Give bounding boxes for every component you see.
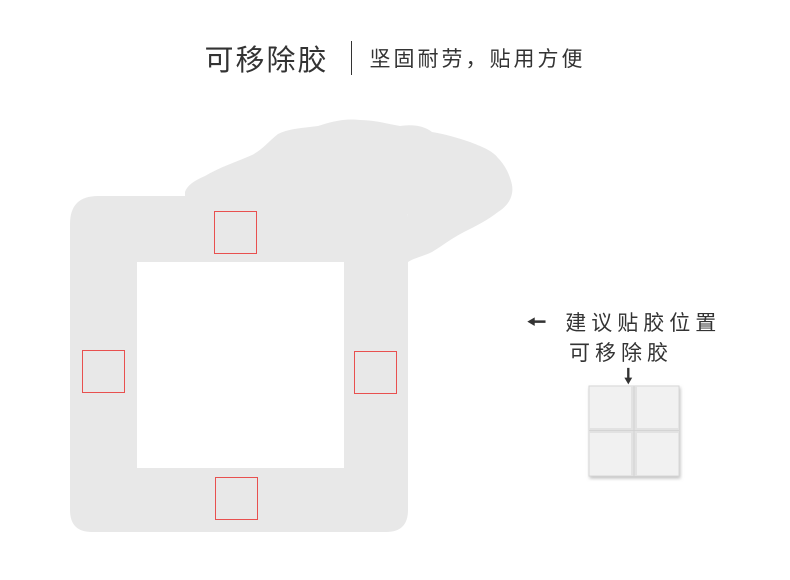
adhesive-pad-top xyxy=(214,211,257,254)
header: 可移除胶 坚固耐劳，贴用方便 xyxy=(0,36,790,80)
adhesive-pad-right xyxy=(354,351,397,394)
switch-frame xyxy=(70,196,408,532)
page-title: 可移除胶 xyxy=(204,43,329,77)
adhesive-pad-left xyxy=(82,350,125,393)
adhesive-pad-bottom xyxy=(215,477,258,520)
arrow-left-icon: 🠔 xyxy=(527,310,552,335)
arrow-down-icon: 🠗 xyxy=(624,364,633,388)
sticker-decoration-shape xyxy=(185,119,513,263)
title-divider xyxy=(350,41,352,75)
page-subtitle: 坚固耐劳，贴用方便 xyxy=(369,47,586,71)
adhesive-note: 🠔 建议贴胶位置 可移除胶 xyxy=(527,308,767,368)
note-line-2: 可移除胶 xyxy=(569,341,673,365)
note-line-1: 建议贴胶位置 xyxy=(565,311,722,335)
adhesive-sample-square xyxy=(588,385,680,477)
